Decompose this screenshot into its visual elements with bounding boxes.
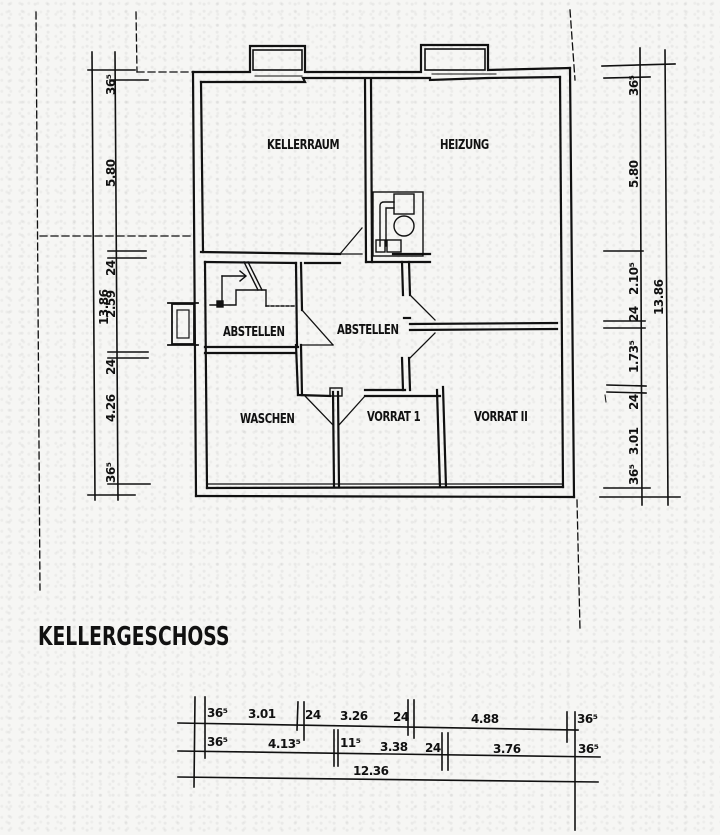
room-label-waschen: WASCHEN: [240, 412, 295, 427]
left-dimension-lines: [87, 51, 151, 501]
left-dim-seg-4: 24: [104, 359, 118, 375]
left-dim-seg-5: 4.26: [104, 394, 118, 422]
bottom-dim-total: 12.36: [353, 764, 389, 778]
bottom-row2-seg-6: 36⁵: [578, 742, 599, 756]
bottom-row1-seg-3: 3.26: [340, 709, 368, 723]
right-dim-seg-6: 3.01: [627, 427, 641, 455]
light-well: [167, 302, 199, 346]
right-dim-seg-3: 24: [627, 306, 641, 322]
right-dim-seg-7: 36⁵: [627, 464, 641, 485]
drawing-title: KELLERGESCHOSS: [38, 622, 230, 652]
bottom-row2-seg-2: 11⁵: [340, 736, 361, 750]
left-dim-seg-1: 5.80: [104, 159, 118, 187]
bottom-dimension-lines: [177, 696, 601, 831]
interior-walls: [199, 78, 559, 489]
bottom-row1-seg-1: 3.01: [248, 707, 276, 721]
bottom-row2-seg-0: 36⁵: [207, 735, 228, 749]
door-swings: [301, 227, 436, 426]
room-label-abstellen-2: ABSTELLEN: [337, 323, 399, 338]
bottom-row2-seg-4: 24: [425, 741, 441, 755]
left-dim-seg-0: 36⁵: [104, 74, 118, 95]
staircase: [209, 261, 297, 308]
room-label-abstellen-1: ABSTELLEN: [223, 325, 285, 340]
room-label-vorrat-1: VORRAT 1: [367, 410, 421, 425]
right-dim-seg-5: 24: [627, 394, 641, 410]
right-dim-seg-1: 5.80: [627, 160, 641, 188]
bottom-row1-seg-2: 24: [305, 708, 321, 722]
right-dimension-lines: [599, 47, 681, 506]
room-label-kellerraum: KELLERRAUM: [267, 138, 340, 153]
bottom-row2-seg-1: 4.13⁵: [268, 737, 301, 751]
left-dim-seg-3: 2.59: [104, 290, 118, 318]
windows: [252, 48, 497, 77]
room-label-heizung: HEIZUNG: [440, 138, 489, 153]
left-dim-seg-2: 24: [104, 260, 118, 276]
right-dim-seg-4: 1.73⁵: [627, 340, 641, 373]
bottom-row1-seg-5: 4.88: [471, 712, 499, 726]
reference-lines: [35, 9, 581, 631]
bottom-row1-seg-6: 36⁵: [577, 712, 598, 726]
room-label-vorrat-2: VORRAT II: [474, 410, 528, 425]
left-dim-seg-6: 36⁵: [104, 462, 118, 483]
bottom-row1-seg-4: 24: [393, 710, 409, 724]
right-dim-seg-0: 36⁵: [627, 75, 641, 96]
bottom-row1-seg-0: 36⁵: [207, 706, 228, 720]
right-dim-total: 13.86: [652, 279, 666, 315]
bottom-row2-seg-3: 3.38: [380, 740, 408, 754]
outer-walls: [191, 43, 576, 499]
bottom-row2-seg-5: 3.76: [493, 742, 521, 756]
furnace-icon: [372, 191, 424, 257]
right-dim-seg-2: 2.10⁵: [627, 262, 641, 295]
